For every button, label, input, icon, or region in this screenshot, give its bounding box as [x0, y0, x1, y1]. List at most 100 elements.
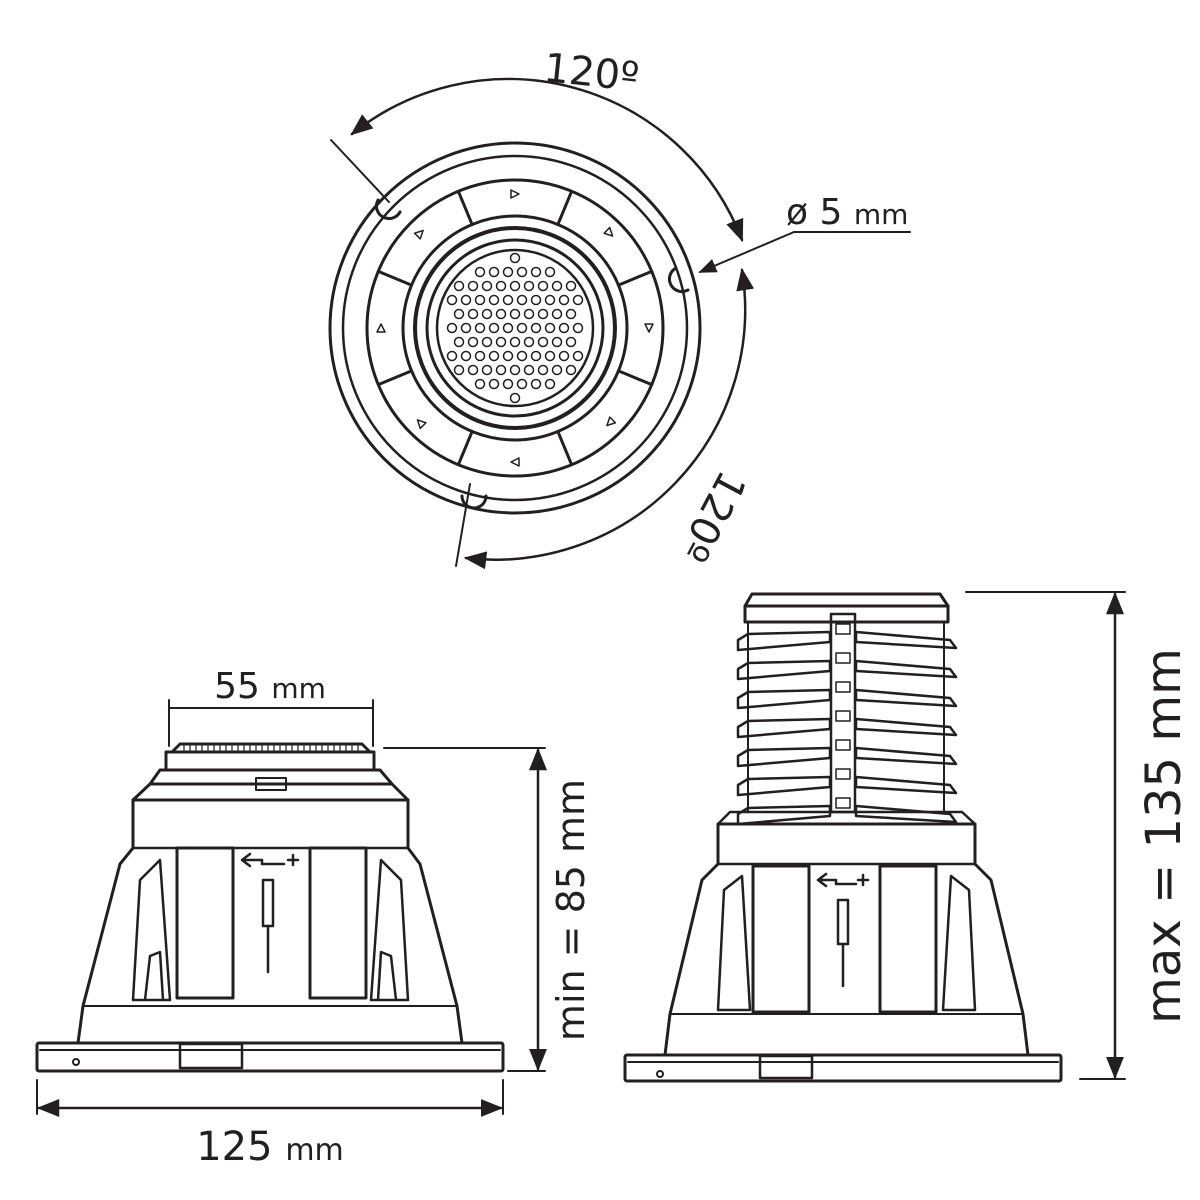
segment-arrow-mark: [510, 189, 520, 199]
segment-divider: [616, 369, 654, 387]
grip-dot: [488, 294, 500, 306]
grip-dot: [488, 378, 500, 390]
rib-right: [369, 858, 410, 1002]
grip-dot: [481, 364, 493, 376]
grip-dot: [523, 364, 535, 376]
scale-mark: [835, 652, 851, 664]
body-shell: [76, 798, 464, 1045]
grip-dot: [509, 364, 521, 376]
segment-divider: [556, 429, 574, 467]
angle-label-right: 120º: [669, 463, 754, 569]
grip-dot: [502, 322, 514, 334]
dim-max-label: max = 135 mm: [1136, 648, 1192, 1024]
grip-dot: [551, 336, 563, 348]
grip-dot: [544, 322, 556, 334]
thread-left: [736, 775, 832, 797]
grip-dot: [565, 280, 577, 292]
grip-dot: [509, 280, 521, 292]
base-clip: [758, 1054, 814, 1080]
grip-dot: [488, 322, 500, 334]
grip-dot: [537, 364, 549, 376]
grip-dot: [474, 350, 486, 362]
head-grip-dots: [446, 252, 584, 404]
scale-mark: [835, 681, 851, 693]
grip-dot: [453, 336, 465, 348]
hole-diameter-value: ø 5: [786, 192, 842, 233]
grip-dot: [474, 322, 486, 334]
segment-arrow-mark: [413, 229, 424, 240]
base-plate: [35, 1041, 505, 1073]
grip-dot: [481, 280, 493, 292]
grip-dot: [572, 294, 584, 306]
grip-dot: [530, 350, 542, 362]
grip-dot: [537, 336, 549, 348]
level-tab: [255, 777, 287, 791]
grip-dot: [544, 266, 556, 278]
body-shell: [663, 822, 1030, 1057]
grip-dot: [572, 350, 584, 362]
grip-dot: [565, 308, 577, 320]
grip-dot: [467, 280, 479, 292]
body-window-left: [751, 864, 811, 1014]
body-window-right: [878, 864, 938, 1014]
foot-left: [143, 950, 165, 1002]
head-cap: [743, 592, 950, 608]
head-plate: [164, 750, 376, 772]
head-plate: [743, 604, 950, 624]
grip-dot: [474, 378, 486, 390]
thread-right: [854, 688, 958, 708]
grip-dot: [509, 392, 521, 404]
thread-right: [854, 630, 958, 650]
scale-mark: [835, 768, 851, 780]
grip-dot: [488, 350, 500, 362]
grip-dot: [474, 294, 486, 306]
segment-arrow-marks: [376, 189, 654, 467]
thread-right: [854, 717, 958, 737]
hole-leader-arrow: [698, 231, 795, 273]
grip-dot: [446, 294, 458, 306]
segment-divider: [616, 269, 654, 287]
grip-dot: [523, 308, 535, 320]
dim-125-value: 125: [196, 1124, 272, 1170]
grip-dot: [460, 294, 472, 306]
grip-dot: [516, 350, 528, 362]
grip-dot: [523, 280, 535, 292]
grip-dot: [453, 308, 465, 320]
segment-arrow-mark: [644, 323, 654, 333]
grip-dot: [453, 364, 465, 376]
grip-dot: [516, 266, 528, 278]
segment-arrow-mark: [603, 226, 614, 237]
leader-top-notch: [330, 139, 390, 203]
dim-55-value: 55: [214, 666, 260, 707]
leader-bottom-notch: [455, 483, 471, 567]
grip-dot: [502, 350, 514, 362]
rib-right: [941, 874, 977, 1012]
head-cap: [170, 742, 372, 754]
grip-dot: [495, 364, 507, 376]
grip-dot: [495, 308, 507, 320]
grip-dot: [544, 294, 556, 306]
grip-dot: [558, 294, 570, 306]
grip-dot: [502, 378, 514, 390]
segment-arrow-mark: [510, 457, 520, 467]
head-ring-outer: [413, 226, 617, 430]
hole-diameter-label: ø 5 mm: [786, 192, 908, 233]
segment-arrow-mark: [606, 416, 617, 427]
segment-ring-outer: [365, 178, 665, 478]
min-height-view: 55 mm 125 mm min = 85 mm: [35, 666, 593, 1170]
head-ring-inner: [435, 248, 595, 408]
grip-dot: [509, 308, 521, 320]
grip-dot: [537, 308, 549, 320]
thread-left: [736, 717, 832, 739]
grip-dot: [530, 294, 542, 306]
grip-dot: [551, 364, 563, 376]
base-hole: [72, 1058, 80, 1066]
height-scale-marks: [835, 623, 851, 809]
angle-arc-right: [463, 267, 755, 570]
grip-dot: [495, 336, 507, 348]
grip-dot: [530, 322, 542, 334]
grip-dot: [488, 266, 500, 278]
angle-arc-top: [350, 77, 744, 243]
grip-dot: [530, 266, 542, 278]
segment-divider: [376, 269, 414, 287]
